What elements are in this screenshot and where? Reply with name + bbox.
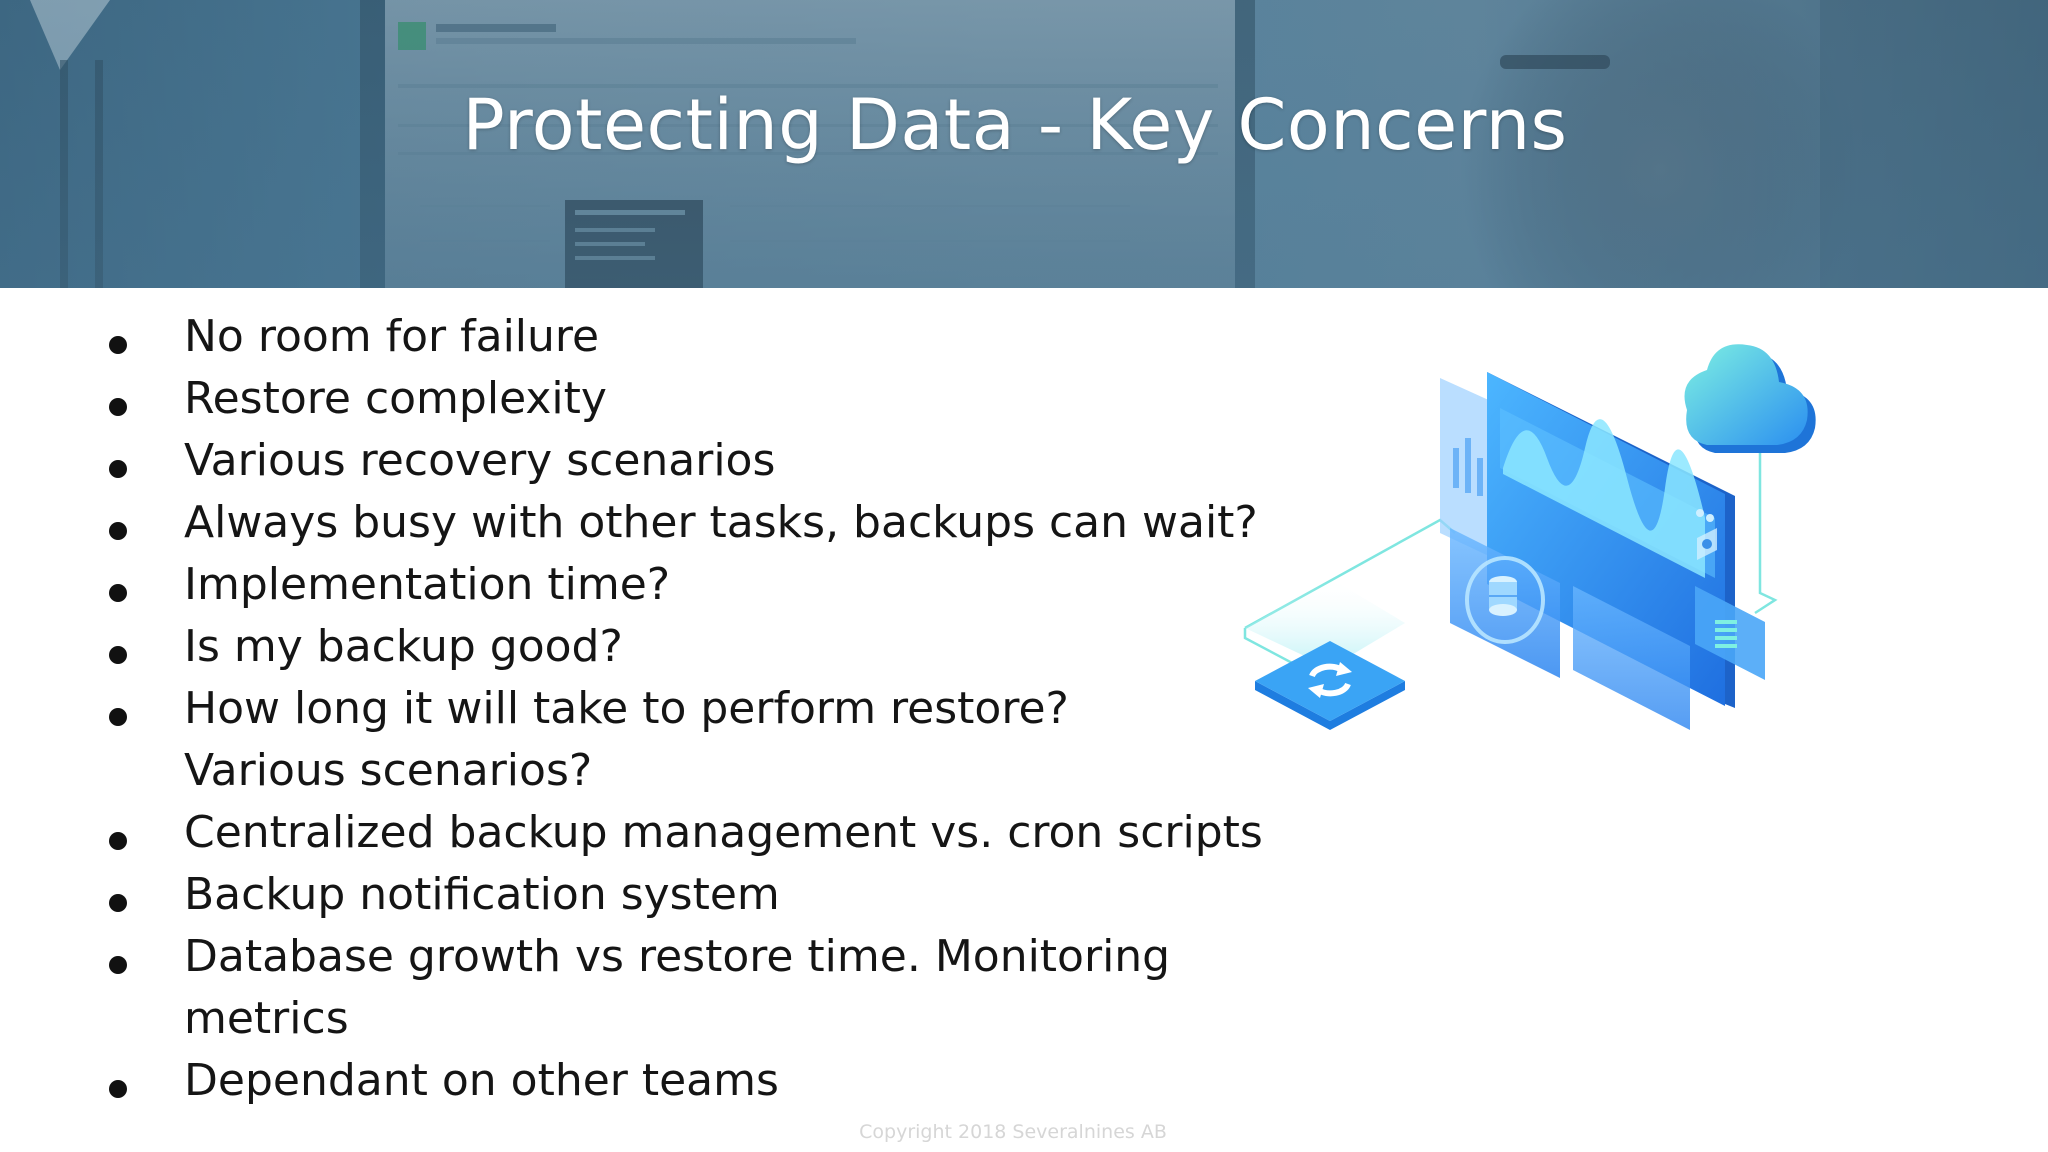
- list-item: Restore complexity: [106, 368, 1266, 430]
- list-item-text: Backup notification system: [184, 869, 780, 920]
- bullet-dot: [109, 832, 127, 850]
- bullet-dot: [109, 336, 127, 354]
- sync-platform: [1255, 641, 1405, 721]
- bullet-dot: [109, 1080, 127, 1098]
- list-item-text: How long it will take to perform restore…: [184, 683, 1069, 796]
- slide-header: Protecting Data - Key Concerns: [0, 0, 2048, 288]
- list-item: Dependant on other teams: [106, 1050, 1266, 1112]
- bullet-dot: [109, 522, 127, 540]
- bullet-dot: [109, 460, 127, 478]
- list-item-text: Centralized backup management vs. cron s…: [184, 807, 1263, 858]
- list-item-text: Restore complexity: [184, 373, 607, 424]
- panel-form: [1573, 586, 1690, 730]
- list-item-text: Various recovery scenarios: [184, 435, 776, 486]
- list-item-text: Implementation time?: [184, 559, 671, 610]
- isometric-data-illustration: [1243, 344, 1816, 730]
- list-item-text: Dependant on other teams: [184, 1055, 779, 1106]
- header-background-photo: [30, 0, 2048, 288]
- bullet-dot: [109, 398, 127, 416]
- cloud-icon: [1684, 344, 1816, 453]
- list-item-text: No room for failure: [184, 311, 600, 362]
- panel-small-right: [1695, 586, 1765, 680]
- list-item-text: Is my backup good?: [184, 621, 623, 672]
- database-icon: [1489, 576, 1517, 616]
- list-item: Centralized backup management vs. cron s…: [106, 802, 1266, 864]
- list-item: How long it will take to perform restore…: [106, 678, 1114, 802]
- copyright-footer: Copyright 2018 Severalnines AB: [859, 1121, 1167, 1143]
- chart-wave-icon: [1503, 419, 1705, 578]
- list-item-text: Always busy with other tasks, backups ca…: [184, 497, 1258, 548]
- sync-icon: [1308, 662, 1352, 698]
- bullet-dot: [109, 894, 127, 912]
- list-item-text: Database growth vs restore time. Monitor…: [184, 931, 1171, 1044]
- connector-line: [1754, 420, 1778, 615]
- bullet-dot: [109, 584, 127, 602]
- slide-title: Protecting Data - Key Concerns: [462, 84, 1568, 166]
- header-overlay: [0, 0, 2048, 288]
- bullet-dot: [109, 708, 127, 726]
- sync-platform-side: [1255, 681, 1405, 730]
- sync-platform-beam: [1245, 578, 1405, 668]
- bullet-dot: [109, 646, 127, 664]
- list-item: Backup notification system: [106, 864, 1266, 926]
- list-item: No room for failure: [106, 306, 1266, 368]
- bullet-dot: [109, 956, 127, 974]
- list-item: Always busy with other tasks, backups ca…: [106, 492, 1266, 554]
- list-item: Database growth vs restore time. Monitor…: [106, 926, 1204, 1050]
- list-item: Is my backup good?: [106, 616, 1266, 678]
- list-item: Various recovery scenarios: [106, 430, 1266, 492]
- concerns-list: No room for failure Restore complexity V…: [106, 306, 1266, 1112]
- list-item: Implementation time?: [106, 554, 1266, 616]
